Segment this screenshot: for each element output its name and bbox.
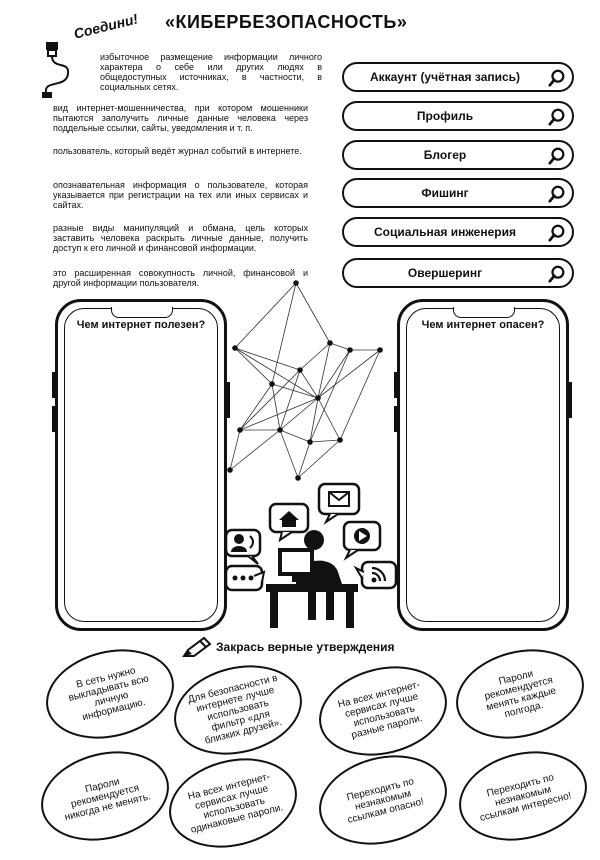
statement-text: Пароли рекомендуется менять каждые полго… [483,668,558,721]
statement-text: Переходить по незнакомым ссылкам интерес… [478,771,573,824]
user-call-icon [224,528,262,565]
phone-button [394,372,397,398]
statement-text: Пароли рекомендуется никогда не менять. [63,775,152,823]
statement-bubble[interactable]: Пароли рекомендуется никогда не менять. [31,738,179,854]
statement-bubble[interactable]: Пароли рекомендуется менять каждые полго… [446,636,594,752]
phone-notch [111,307,173,318]
phone-screen [406,308,560,622]
definition-1: избыточное размещение информации личного… [100,52,322,92]
phone-button [52,372,55,398]
definition-5: разные виды манипуляций и обмана, цель к… [53,223,308,253]
phone-button [394,406,397,432]
term-label: Профиль [416,109,474,123]
term-label: Блогер [423,148,467,162]
phone-screen [64,308,218,622]
statement-bubble[interactable]: Для безопасности в интернете лучше испол… [164,652,312,768]
term-oversharing[interactable]: Овершеринг [342,258,574,288]
definition-2: вид интернет-мошенничества, при котором … [53,103,308,133]
term-label: Социальная инженерия [374,225,516,239]
search-icon [548,265,565,283]
statement-bubble[interactable]: Переходить по незнакомым ссылкам опасно! [309,742,457,858]
network-icon [227,280,383,481]
search-icon [548,108,565,126]
home-icon [268,502,310,543]
term-blogger[interactable]: Блогер [342,140,574,170]
term-phishing[interactable]: Фишинг [342,178,574,208]
phone-button [52,406,55,432]
envelope-icon [317,482,361,525]
connect-label: Соедини! [72,10,140,42]
statement-text: Переходить по незнакомым ссылкам опасно! [345,775,425,826]
statement-text: Для безопасности в интернете лучше испол… [186,672,284,747]
rss-icon [353,560,398,590]
statement-bubble[interactable]: На всех интернет-сервисах лучше использо… [159,745,307,860]
term-label: Фишинг [421,186,469,200]
phone-button [227,382,230,418]
play-icon [342,520,382,561]
term-label: Аккаунт (учётная запись) [369,70,521,84]
phone-useful-title: Чем интернет полезен? [76,319,206,331]
term-profile[interactable]: Профиль [342,101,574,131]
statement-bubble[interactable]: Переходить по незнакомым ссылкам интерес… [449,738,597,854]
definition-3: пользователь, который ведёт журнал событ… [53,146,302,156]
computer-user-icon [224,482,398,628]
phone-dangerous-title: Чем интернет опасен? [421,319,545,331]
statement-bubble[interactable]: В сеть нужно выкладывать всю личную инфо… [36,636,184,752]
search-icon [548,224,565,242]
term-label: Овершеринг [407,266,483,280]
phone-button [569,382,572,418]
phone-useful[interactable]: Чем интернет полезен? [52,299,230,631]
statement-text: На всех интернет-сервисах лучше использо… [186,771,285,836]
statement-text: В сеть нужно выкладывать всю личную инфо… [67,665,150,724]
phone-notch [453,307,515,318]
page-title: «КИБЕРБЕЗОПАСНОСТЬ» [165,12,408,32]
search-icon [548,69,565,87]
usb-cable-icon [42,42,70,98]
search-icon [548,147,565,165]
statement-text: На всех интернет-сервисах лучше использо… [336,679,424,742]
phone-dangerous[interactable]: Чем интернет опасен? [394,299,572,631]
definition-4: опознавательная информация о пользовател… [53,180,308,210]
chat-dots-icon [224,564,266,592]
coloring-title: Закрась верные утверждения [216,640,395,654]
term-social-engineering[interactable]: Социальная инженерия [342,217,574,247]
definition-6: это расширенная совокупность личной, фин… [53,268,308,288]
statement-bubble[interactable]: На всех интернет-сервисах лучше использо… [309,653,457,769]
search-icon [548,185,565,203]
term-account[interactable]: Аккаунт (учётная запись) [342,62,574,92]
pencil-icon [182,636,212,657]
